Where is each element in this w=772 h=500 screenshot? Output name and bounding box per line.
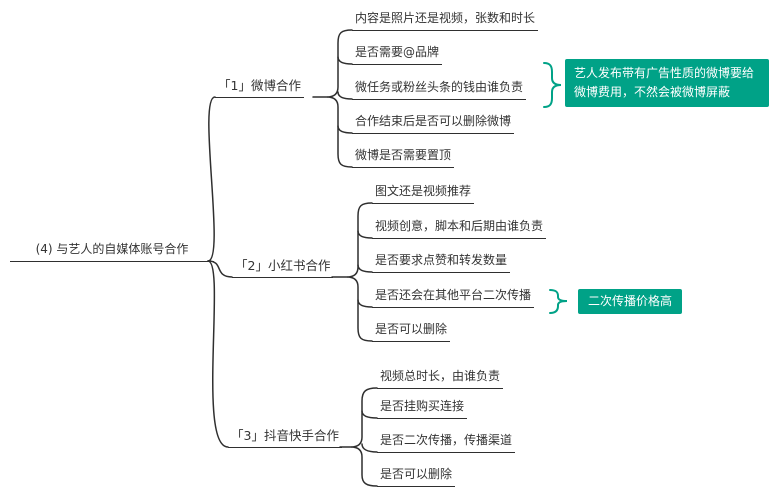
child-node[interactable]: 视频总时长，由谁负责 (377, 368, 504, 389)
branch-node-xiaohongshu[interactable]: 「2」小红书合作 (232, 257, 334, 278)
child-node[interactable]: 合作结束后是否可以删除微博 (352, 113, 515, 134)
child-node[interactable]: 是否二次传播，传播渠道 (377, 432, 516, 453)
annotation-braces (543, 62, 568, 314)
child-node[interactable]: 是否需要@品牌 (352, 44, 443, 65)
child-node[interactable]: 微任务或粉丝头条的钱由谁负责 (352, 79, 527, 100)
branch-node-douyin-kuaishou[interactable]: 「3」抖音快手合作 (228, 427, 342, 448)
root-node[interactable]: (4) 与艺人的自媒体账号合作 (10, 241, 214, 262)
child-node[interactable]: 是否要求点赞和转发数量 (372, 252, 511, 273)
child-node[interactable]: 是否可以删除 (377, 466, 456, 487)
branch-node-weibo[interactable]: 「1」微博合作 (215, 77, 304, 98)
annotation-box-weibo-fee[interactable]: 艺人发布带有广告性质的微博要给微博费用，不然会被微博屏蔽 (565, 59, 769, 107)
tree-connectors (207, 29, 378, 487)
child-node[interactable]: 视频创意，脚本和后期由谁负责 (372, 218, 547, 239)
child-node[interactable]: 微博是否需要置顶 (352, 147, 455, 168)
child-node[interactable]: 是否挂购买连接 (377, 398, 468, 419)
annotation-box-repost-price[interactable]: 二次传播价格高 (578, 289, 683, 314)
child-node[interactable]: 是否还会在其他平台二次传播 (372, 287, 535, 308)
child-node[interactable]: 是否可以删除 (372, 321, 451, 342)
child-node[interactable]: 图文还是视频推荐 (372, 183, 475, 204)
child-node[interactable]: 内容是照片还是视频，张数和时长 (352, 10, 539, 31)
